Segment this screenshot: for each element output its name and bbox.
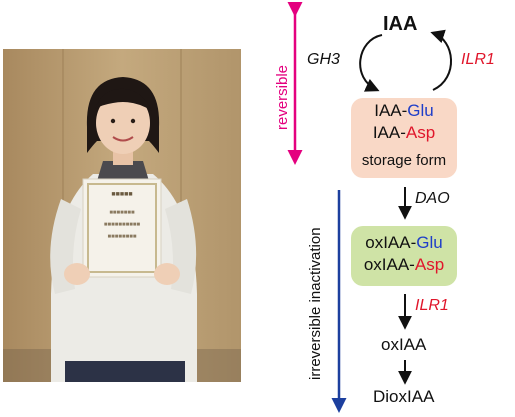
iaa-pathway-diagram: IAA GH3 ILR1 reversible IAA-Glu IAA-Asp … <box>255 0 515 417</box>
storage-form-caption: storage form <box>361 152 447 169</box>
oxiaa-label: oxIAA <box>381 335 427 354</box>
ilr1-top-label: ILR1 <box>461 51 495 68</box>
iaa-glu-prefix: IAA- <box>374 101 408 120</box>
glu-label: Glu <box>407 101 434 120</box>
dioxiaa-label: DioxIAA <box>373 387 435 406</box>
oxiaa-glu-line: oxIAA-Glu <box>351 232 457 254</box>
iaa-asp-line: IAA-Asp <box>351 122 457 144</box>
glu-label: Glu <box>416 233 443 252</box>
oxiaa-asp-line: oxIAA-Asp <box>351 254 457 276</box>
reversible-label: reversible <box>274 64 291 130</box>
dao-label: DAO <box>415 190 450 207</box>
gh3-arrow <box>359 34 383 92</box>
storage-form-box: IAA-Glu IAA-Asp storage form <box>351 98 457 178</box>
photo-illustration: ■■■■■ ■■■■■■■ ■■■■■■■■■■ ■■■■■■■■ <box>3 49 241 382</box>
iaa-label: IAA <box>383 13 418 35</box>
certificate-title: ■■■■■ <box>111 191 132 198</box>
oxidized-conjugates-box: oxIAA-Glu oxIAA-Asp <box>351 226 457 286</box>
certificate-line: ■■■■■■■■ <box>108 234 137 240</box>
ilr1-arrow <box>430 29 452 91</box>
iaa-glu-line: IAA-Glu <box>351 100 457 122</box>
oxiaa-glu-prefix: oxIAA- <box>365 233 417 252</box>
asp-label: Asp <box>405 123 436 142</box>
irreversible-label: irreversible inactivation <box>307 227 324 380</box>
oxiaa-asp-prefix: oxIAA- <box>363 255 415 274</box>
ilr1-bottom-label: ILR1 <box>415 297 449 314</box>
certificate-line: ■■■■■■■■■■ <box>104 222 141 228</box>
person-photo: ■■■■■ ■■■■■■■ ■■■■■■■■■■ ■■■■■■■■ <box>3 49 241 382</box>
asp-label: Asp <box>414 255 445 274</box>
gh3-label: GH3 <box>307 51 340 68</box>
certificate-line: ■■■■■■■ <box>109 210 135 216</box>
diagram-arrows <box>287 2 452 413</box>
iaa-asp-prefix: IAA- <box>372 123 406 142</box>
